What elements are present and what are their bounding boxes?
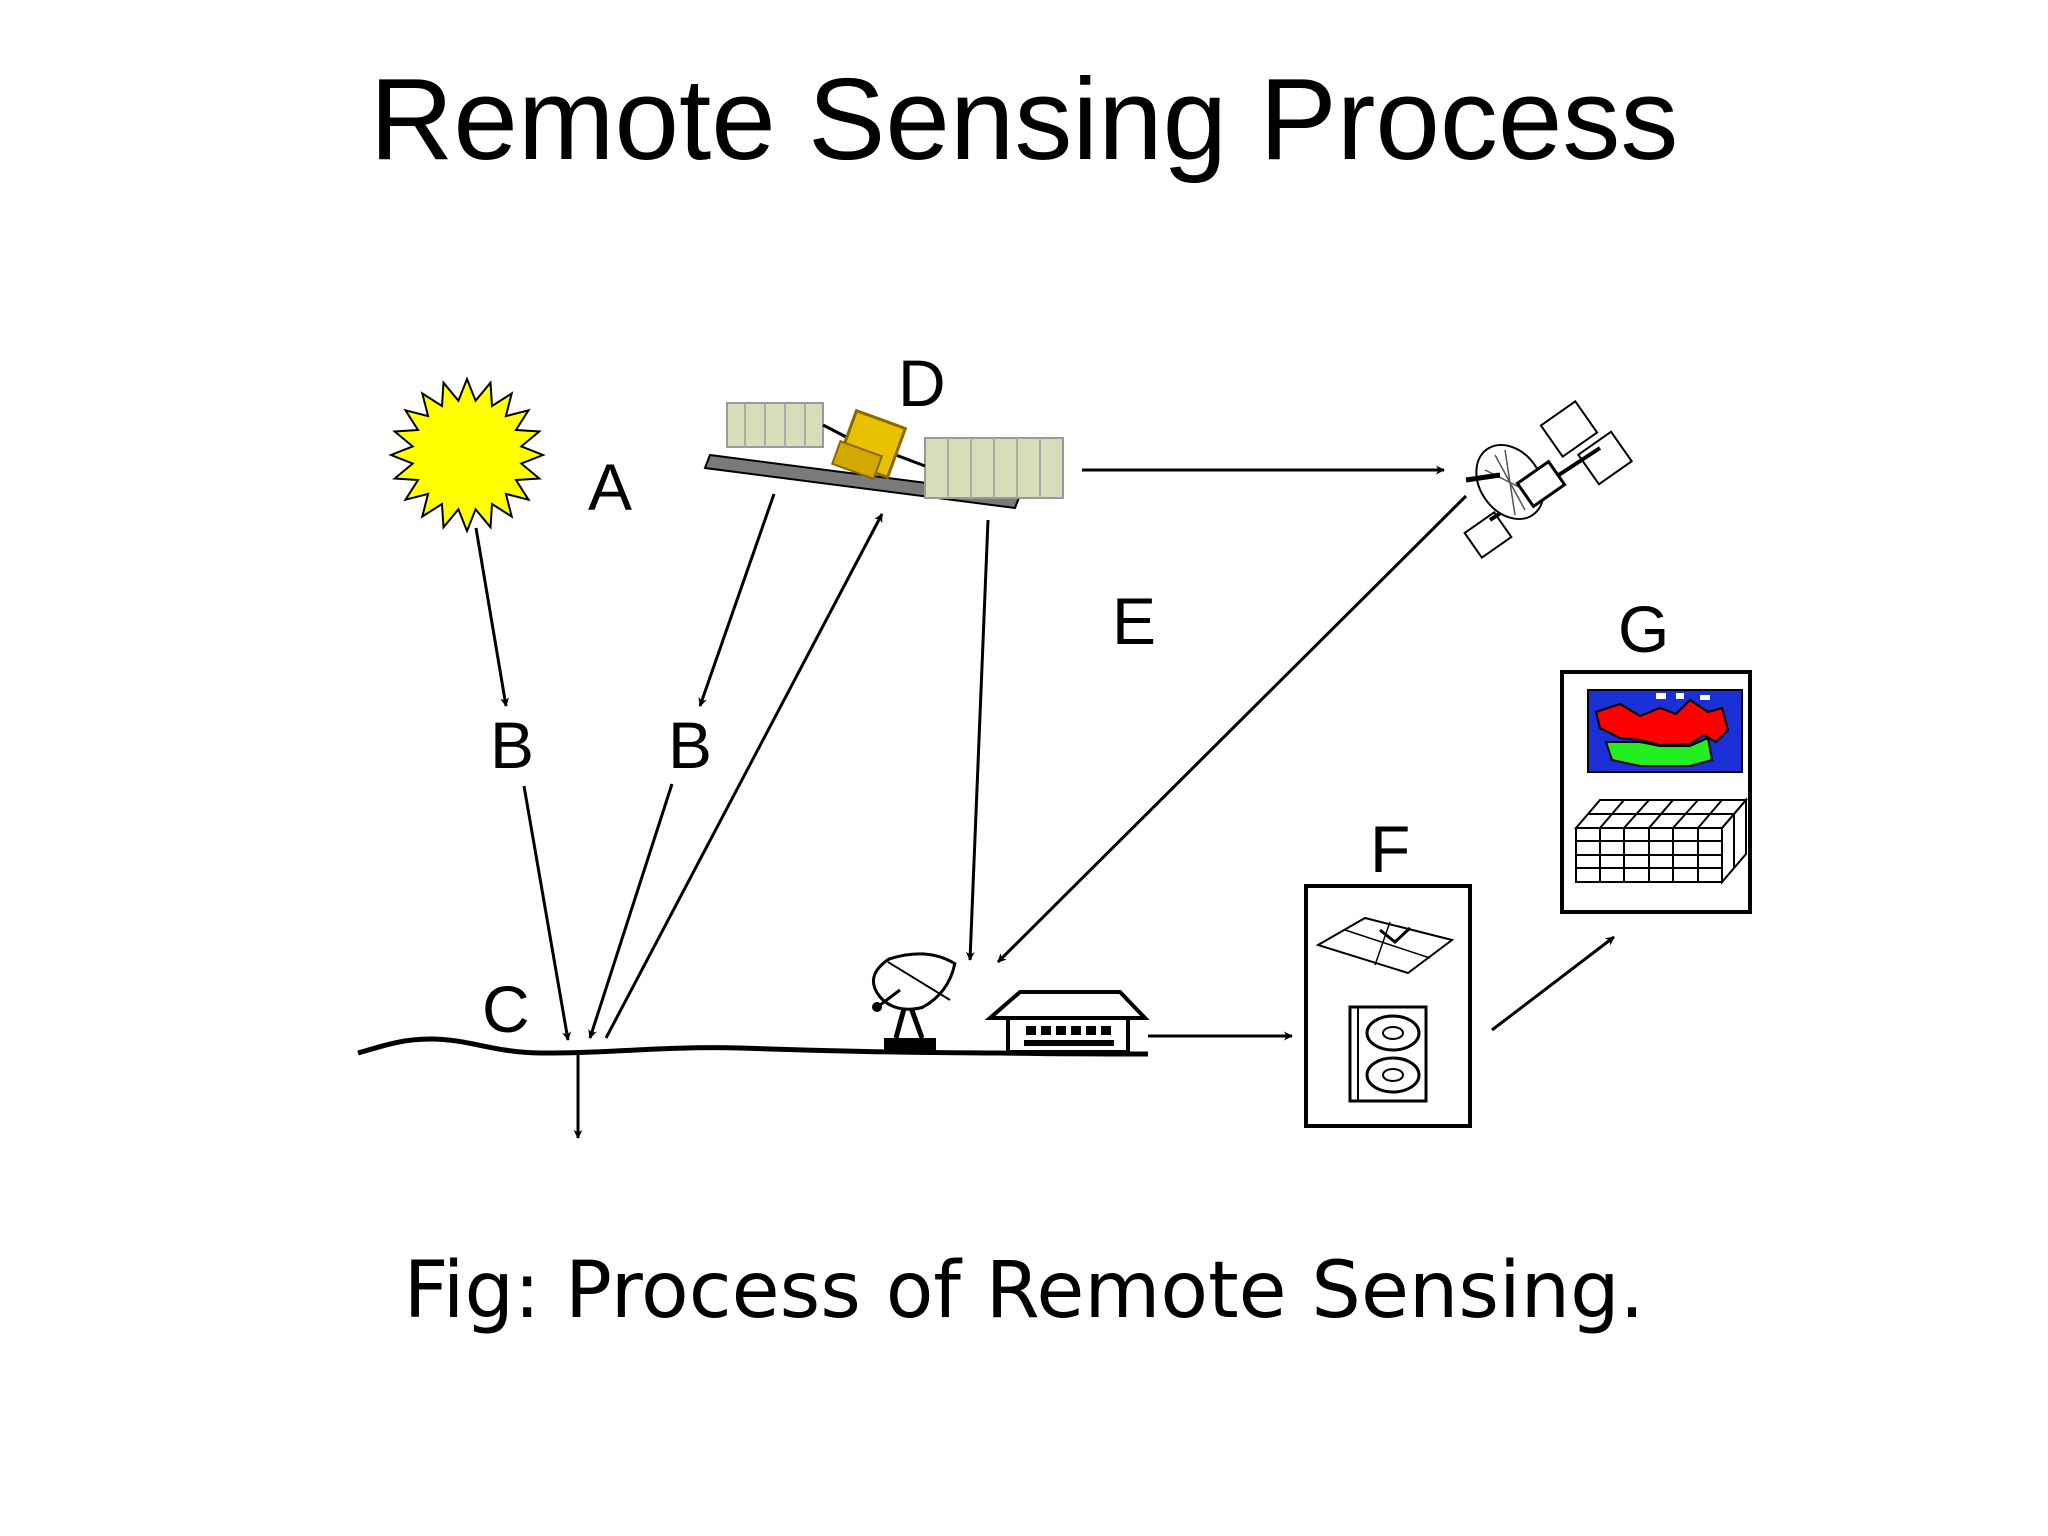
label-g: G [1618, 592, 1669, 666]
arrow-surface-to-satellite [604, 513, 884, 1039]
ground-station-icon [984, 990, 1150, 1054]
label-b-right: B [668, 708, 712, 782]
figure-caption: Fig: Process of Remote Sensing. [403, 1246, 1645, 1336]
page-title: Remote Sensing Process [369, 54, 1679, 184]
label-d: D [898, 346, 946, 420]
sun-icon [388, 376, 546, 534]
application-display-icon [1560, 670, 1752, 914]
label-a: A [588, 450, 632, 524]
satellite-dish-icon [871, 952, 957, 1052]
label-b-left: B [490, 708, 534, 782]
arrow-b-to-surface [522, 785, 572, 1041]
arrow-sun-to-b [474, 527, 510, 707]
label-f: F [1370, 812, 1410, 886]
satellite-icon [703, 402, 1064, 510]
data-processing-icon [1304, 884, 1472, 1128]
label-e: E [1112, 584, 1156, 658]
arrows [474, 465, 1615, 1139]
arrow-satellite-to-dish [965, 519, 990, 961]
arrow-b2-to-surface [588, 783, 674, 1039]
arrow-satellite-to-b [698, 493, 776, 707]
arrow-relay-to-dish [996, 494, 1468, 964]
label-c: C [482, 972, 530, 1046]
arrow-processing-to-application [1491, 935, 1615, 1032]
relay-satellite-icon [1463, 399, 1634, 560]
